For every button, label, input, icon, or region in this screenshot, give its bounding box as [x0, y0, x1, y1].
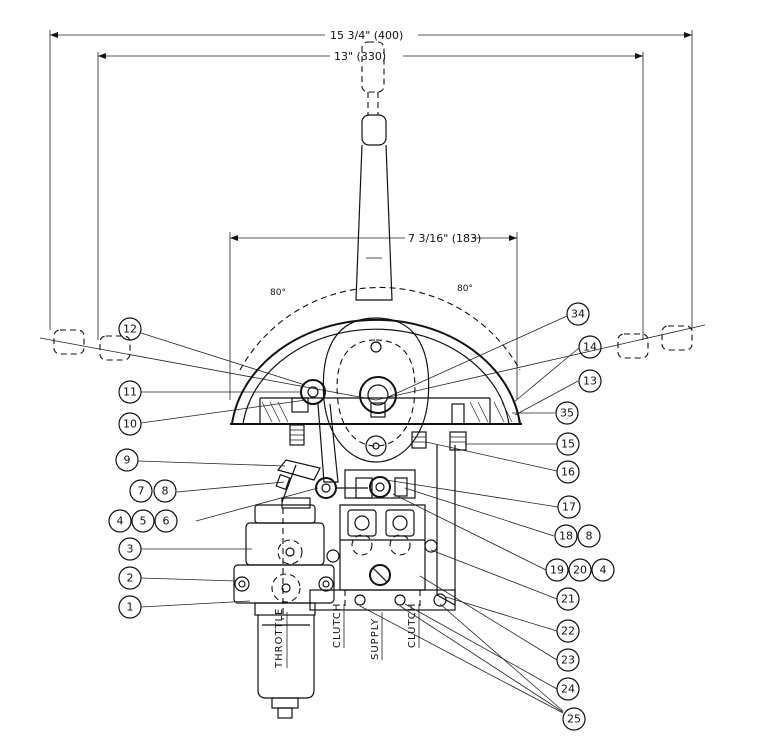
housing-cover — [230, 318, 522, 425]
clutch-left-port-label: CLUTCH — [332, 603, 343, 648]
callout-24: 24 — [556, 677, 580, 701]
svg-text:10: 10 — [123, 418, 137, 431]
callout-8a: 8 — [153, 479, 177, 503]
callout-16: 16 — [556, 460, 580, 484]
svg-text:19: 19 — [550, 564, 564, 577]
callout-35: 35 — [555, 401, 579, 425]
callout-14: 14 — [578, 335, 602, 359]
svg-text:22: 22 — [561, 625, 575, 638]
supply-port-label: SUPPLY — [370, 618, 381, 660]
callout-7: 7 — [129, 479, 153, 503]
callout-12: 12 — [118, 317, 142, 341]
svg-text:4: 4 — [117, 515, 124, 528]
svg-text:20: 20 — [573, 564, 587, 577]
callout-2: 2 — [118, 566, 142, 590]
svg-text:23: 23 — [561, 654, 575, 667]
callout-5: 5 — [131, 509, 155, 533]
lever-ghost-positions — [53, 325, 693, 361]
callout-21: 21 — [556, 587, 580, 611]
linkage-arm — [315, 403, 373, 499]
angle-left-label: 80° — [270, 288, 286, 298]
callout-1: 1 — [118, 595, 142, 619]
leader-lines — [137, 315, 580, 714]
callout-13: 13 — [578, 369, 602, 393]
svg-text:21: 21 — [561, 593, 575, 606]
svg-text:8: 8 — [586, 530, 593, 543]
callout-22: 22 — [556, 619, 580, 643]
callout-8b: 8 — [577, 524, 601, 548]
callout-4a: 4 — [108, 509, 132, 533]
control-lever — [355, 41, 393, 301]
swing-arc: 80° 80° — [39, 284, 706, 401]
svg-text:15: 15 — [561, 438, 575, 451]
svg-text:12: 12 — [123, 323, 137, 336]
svg-text:9: 9 — [124, 454, 131, 467]
svg-text:17: 17 — [562, 501, 576, 514]
svg-text:25: 25 — [567, 713, 581, 726]
callout-11: 11 — [118, 380, 142, 404]
svg-text:4: 4 — [600, 564, 607, 577]
svg-text:16: 16 — [561, 466, 575, 479]
dimension-inner-label: 13" (330) — [334, 50, 386, 63]
svg-text:35: 35 — [560, 407, 574, 420]
callout-17: 17 — [557, 495, 581, 519]
callout-9: 9 — [115, 448, 139, 472]
callout-20: 20 — [568, 558, 592, 582]
svg-text:5: 5 — [140, 515, 147, 528]
cam-plate — [322, 317, 430, 463]
svg-text:7: 7 — [138, 485, 145, 498]
callout-4b: 4 — [591, 558, 615, 582]
angle-right-label: 80° — [457, 284, 473, 294]
callout-10: 10 — [118, 412, 142, 436]
callout-6: 6 — [154, 509, 178, 533]
svg-text:2: 2 — [127, 572, 134, 585]
dimension-overall-label: 15 3/4" (400) — [330, 29, 403, 42]
callout-19: 19 — [545, 558, 569, 582]
svg-text:34: 34 — [571, 308, 585, 321]
callouts: 12 11 10 9 7 8 4 5 6 3 2 1 34 14 13 35 1… — [108, 302, 615, 731]
svg-text:24: 24 — [561, 683, 575, 696]
svg-text:11: 11 — [123, 386, 137, 399]
svg-text:3: 3 — [127, 543, 134, 556]
svg-text:14: 14 — [583, 341, 597, 354]
throttle-actuator — [233, 497, 335, 719]
dimension-inner: 13" (330) — [97, 50, 644, 340]
dimension-base-label: 7 3/16" (183) — [408, 232, 481, 245]
callout-25: 25 — [562, 707, 586, 731]
throttle-port-label: THROTTLE — [274, 608, 285, 669]
svg-text:13: 13 — [583, 375, 597, 388]
dimension-base: 7 3/16" (183) — [229, 232, 518, 400]
spring-rod — [275, 459, 321, 503]
right-studs — [411, 403, 467, 451]
callout-18: 18 — [554, 524, 578, 548]
callout-34: 34 — [566, 302, 590, 326]
callout-3: 3 — [118, 537, 142, 561]
port-labels: THROTTLE CLUTCH SUPPLY CLUTCH — [274, 603, 420, 669]
svg-text:6: 6 — [163, 515, 170, 528]
clutch-right-port-label: CLUTCH — [407, 603, 418, 648]
dimension-overall: 15 3/4" (400) — [49, 29, 693, 330]
svg-text:1: 1 — [127, 601, 134, 614]
callout-15: 15 — [556, 432, 580, 456]
callout-23: 23 — [556, 648, 580, 672]
svg-text:18: 18 — [559, 530, 573, 543]
right-bracket — [436, 445, 456, 607]
svg-text:8: 8 — [162, 485, 169, 498]
